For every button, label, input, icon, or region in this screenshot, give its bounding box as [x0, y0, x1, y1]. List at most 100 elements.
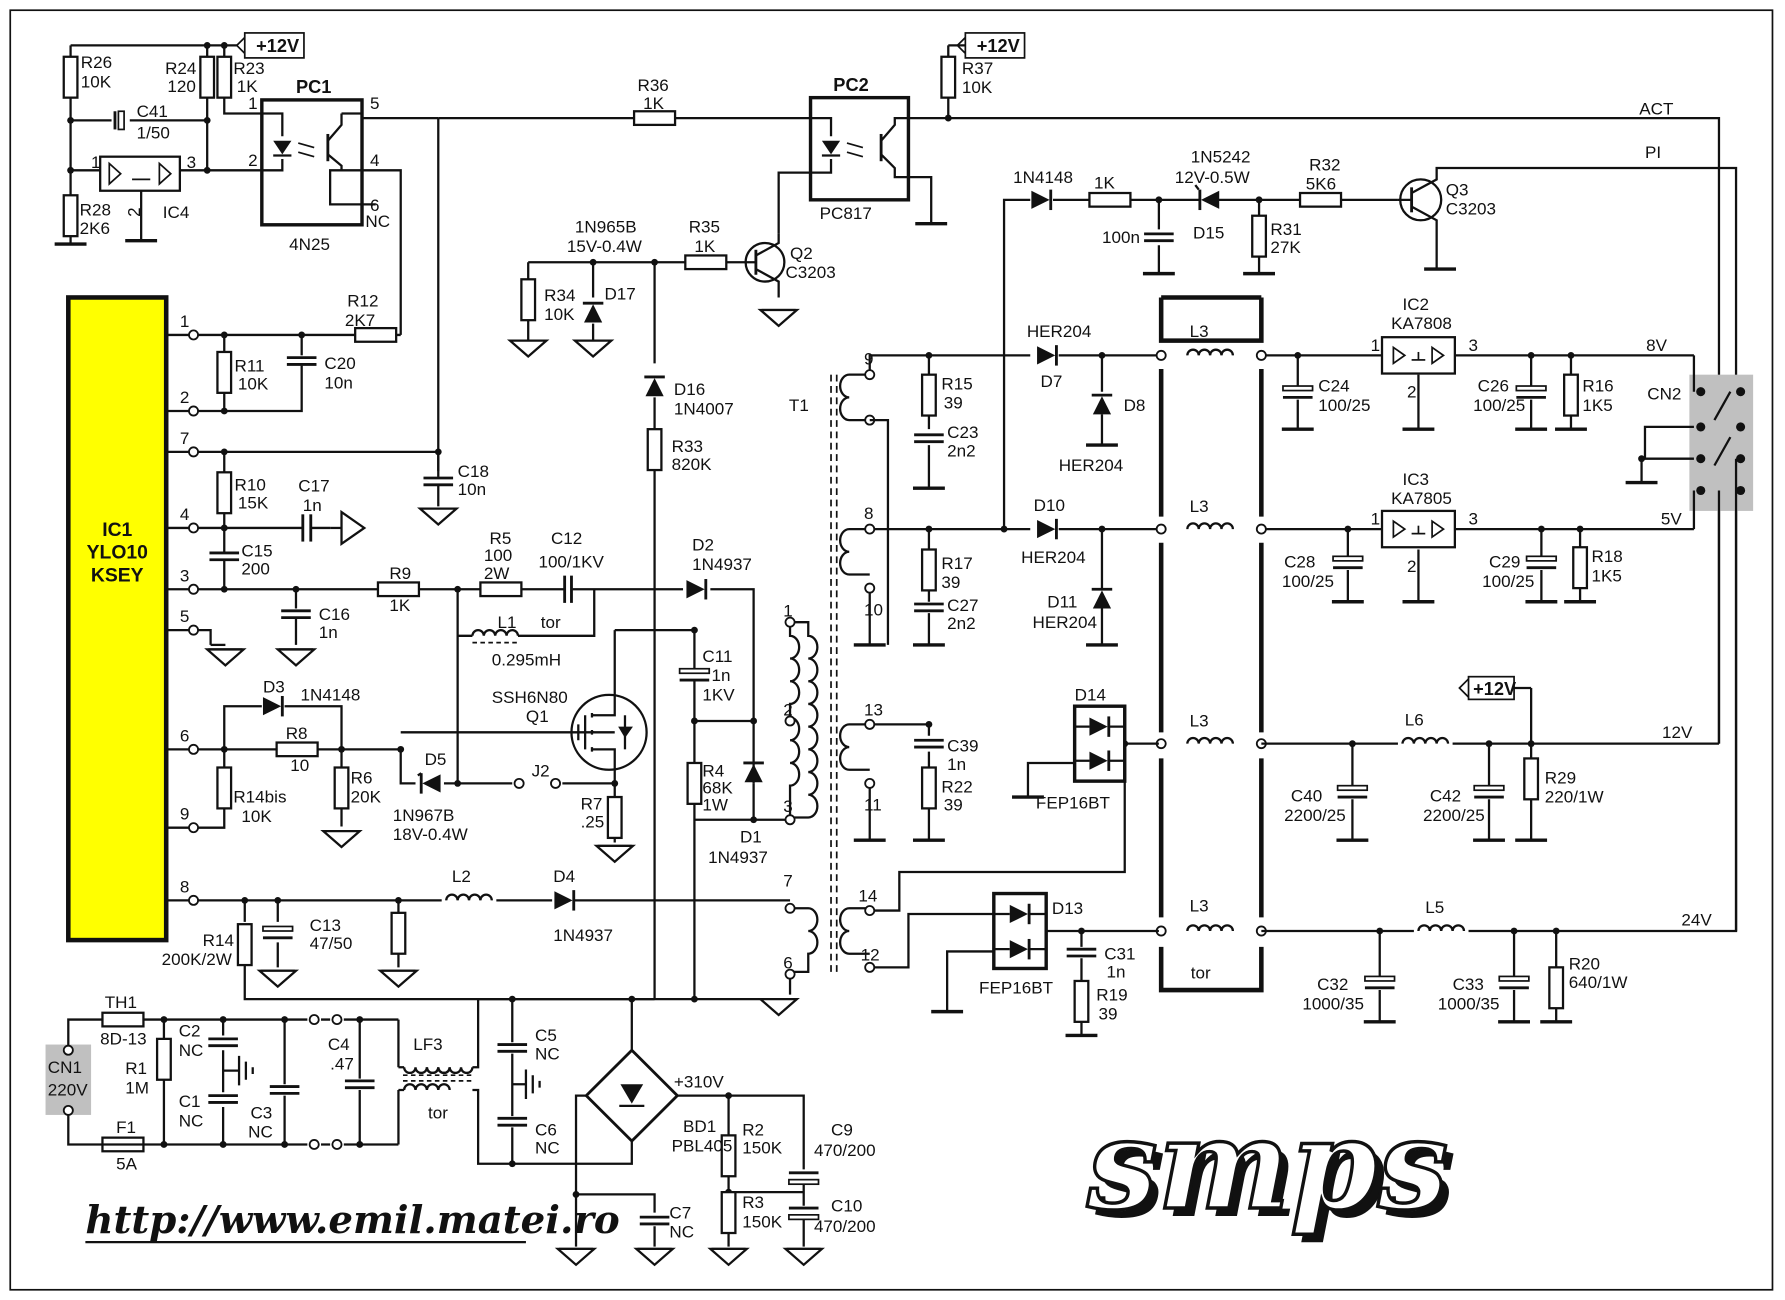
- r35-label: R35: [689, 218, 720, 237]
- l1-value: 0.295mH: [492, 650, 561, 669]
- ic2-pin2: 2: [1407, 382, 1416, 401]
- l3-label-4: L3: [1190, 897, 1209, 916]
- c12-value: 100/1KV: [538, 553, 604, 572]
- r3-value: 150K: [742, 1212, 782, 1231]
- c17-value: 1n: [303, 496, 322, 515]
- r18-value: 1K5: [1591, 566, 1621, 585]
- q2-label: Q2: [790, 244, 813, 263]
- c40-value: 2200/25: [1284, 806, 1346, 825]
- c41-label: C41: [137, 102, 168, 121]
- pc1-pin6: 6: [370, 196, 379, 215]
- r12-label: R12: [347, 292, 378, 311]
- t1-pin7: 7: [783, 872, 792, 891]
- ic1-body: [66, 295, 169, 943]
- c7-label: C7: [669, 1203, 691, 1222]
- ic1-label-3: KSEY: [91, 565, 144, 586]
- c11-label: C11: [702, 647, 732, 666]
- rail-5v-label: 5V: [1661, 510, 1683, 529]
- r7-label: R7: [581, 795, 603, 814]
- r1-label: R1: [125, 1059, 147, 1078]
- c31-value: 1n: [1107, 963, 1126, 982]
- j2-label: J2: [532, 762, 550, 781]
- d14-part: FEP16BT: [1036, 793, 1111, 812]
- c20-label: C20: [324, 354, 355, 373]
- r14-label: R14: [203, 931, 234, 950]
- r15-label: R15: [941, 374, 972, 393]
- l3-label-3: L3: [1190, 712, 1209, 731]
- c6-label: C6: [535, 1120, 557, 1139]
- l5-label: L5: [1425, 898, 1444, 917]
- c23-label: C23: [947, 423, 978, 442]
- r2-value: 150K: [742, 1139, 782, 1158]
- d1-label: D1: [740, 827, 762, 846]
- r32-value: 5K6: [1306, 175, 1336, 194]
- ic3-part: KA7805: [1391, 489, 1452, 508]
- lf3-tor: tor: [428, 1103, 448, 1122]
- r8-label: R8: [286, 724, 308, 743]
- r18-label: R18: [1591, 547, 1622, 566]
- c9-label: C9: [831, 1120, 853, 1139]
- c11-value: 1n: [711, 666, 730, 685]
- ic4-pin1: 1: [91, 153, 100, 172]
- ic4-pin2: 2: [125, 207, 144, 216]
- r36-value: 1K: [643, 94, 665, 113]
- d5-part: 1N967B: [393, 806, 455, 825]
- d13-part: FEP16BT: [979, 978, 1054, 997]
- r14-value: 200K/2W: [162, 950, 233, 969]
- pc1-pin1: 1: [248, 94, 257, 113]
- d5-rating: 18V-0.4W: [393, 825, 469, 844]
- ic1-pin-5: 5: [180, 607, 189, 626]
- c16-label: C16: [319, 605, 350, 624]
- c3-label: C3: [250, 1103, 272, 1122]
- c23-value: 2n2: [947, 441, 975, 460]
- r11-value: 10K: [238, 374, 269, 393]
- d3-part: 1N4148: [301, 686, 361, 705]
- r22-label: R22: [941, 778, 972, 797]
- pc1-nc: NC: [365, 212, 390, 231]
- c39-label: C39: [947, 737, 978, 756]
- ic4-pin3: 3: [187, 153, 196, 172]
- c15-value: 200: [241, 560, 269, 579]
- pc2-part: PC817: [820, 204, 872, 223]
- c26-label: C26: [1478, 377, 1509, 396]
- c2-label: C2: [179, 1022, 201, 1041]
- l2-label: L2: [452, 867, 471, 886]
- ic1-pin-4: 4: [180, 505, 189, 524]
- rail-12v-label: 12V: [1662, 723, 1693, 742]
- c12-label: C12: [551, 529, 582, 548]
- ic1-pin-8: 8: [180, 877, 189, 896]
- c4-value: .47: [330, 1055, 354, 1074]
- t1-pin2: 2: [783, 700, 792, 719]
- r31-value: 27K: [1270, 238, 1301, 257]
- d17-zener-part: 1N965B: [575, 218, 637, 237]
- t1-pin10: 10: [864, 600, 883, 619]
- c42-label: C42: [1430, 787, 1461, 806]
- r11-label: R11: [235, 356, 265, 375]
- brand-url: http://www.emil.matei.ro: [85, 1198, 619, 1243]
- d1-part: 1N4937: [708, 848, 768, 867]
- c-100n-value: 100n: [1102, 228, 1140, 247]
- pc1-part: 4N25: [289, 235, 330, 254]
- r5-label: R5: [490, 529, 512, 548]
- r34-label: R34: [544, 286, 575, 305]
- d16-part: 1N4007: [674, 399, 734, 418]
- r20-label: R20: [1569, 955, 1600, 974]
- c3-value: NC: [248, 1123, 273, 1142]
- d10-label: D10: [1034, 496, 1065, 515]
- ic1-pin-1: 1: [180, 312, 189, 331]
- d10-part: HER204: [1021, 548, 1086, 567]
- c13-value: 47/50: [310, 934, 353, 953]
- l1-tor: tor: [541, 613, 561, 632]
- d15-part: 1N5242: [1191, 147, 1251, 166]
- brand-title: smps: [1086, 1092, 1448, 1238]
- c18-value: 10n: [458, 480, 486, 499]
- ic1-pin-9: 9: [180, 805, 189, 824]
- c40-label: C40: [1291, 787, 1322, 806]
- r-1k-value: 1K: [1094, 173, 1116, 192]
- t1-pin6: 6: [783, 953, 792, 972]
- c17-label: C17: [298, 477, 329, 496]
- c39-value: 1n: [947, 755, 966, 774]
- ic1-pins: 1 2 7 4 3 5 6 9 8: [166, 312, 199, 906]
- d2-part: 1N4937: [692, 555, 752, 574]
- d15-label: D15: [1193, 223, 1224, 242]
